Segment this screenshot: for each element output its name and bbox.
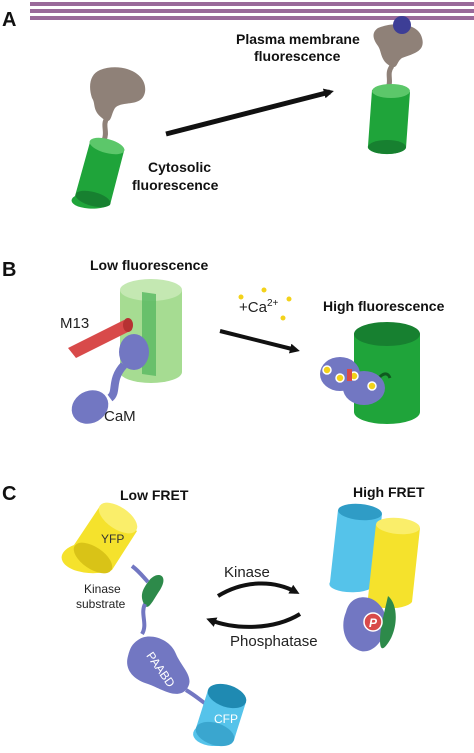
cytosolic-label-line2: fluorescence [132, 177, 219, 193]
calmodulin-calcium-bound [320, 357, 385, 405]
plasma-label-line1: Plasma membrane [236, 31, 360, 47]
kinase-substrate-domain [141, 575, 164, 607]
panel-a: A Cytosolic fluorescence Plasma membrane… [2, 2, 474, 209]
low-fluorescence-label: Low fluorescence [90, 257, 208, 273]
m13-label: M13 [60, 315, 89, 332]
membrane-construct [367, 16, 423, 155]
cytosolic-construct [71, 67, 146, 209]
plasma-label-line2: fluorescence [254, 48, 341, 64]
cytosolic-gfp-barrel [71, 137, 125, 209]
kinase-substrate-label-line1: Kinase [84, 582, 121, 596]
linker-substrate-paabd [140, 603, 147, 636]
cfp-barrel-high [329, 503, 382, 593]
calcium-label: +Ca2+ [239, 298, 278, 316]
cytosolic-label-line1: Cytosolic [148, 159, 211, 175]
plasma-membrane [30, 2, 474, 20]
membrane-anchor-dot [393, 16, 411, 34]
membrane-brown-domain [373, 24, 423, 68]
panel-c: C Low FRET High FRET YFP PAABD CFP [2, 483, 425, 747]
cytosolic-brown-domain [90, 67, 146, 121]
panel-c-letter: C [2, 483, 16, 505]
kinase-substrate-label-line2: substrate [76, 597, 126, 611]
panel-b-letter: B [2, 259, 16, 281]
cfp-barrel-low [193, 683, 247, 747]
low-fret-construct: YFP PAABD CFP [61, 502, 247, 747]
panel-a-letter: A [2, 9, 16, 31]
cam-label: CaM [104, 408, 136, 425]
calmodulin [71, 334, 149, 424]
phosphatase-arrow [206, 612, 302, 629]
high-fret-construct: P [329, 503, 420, 652]
yfp-label-low: YFP [101, 532, 124, 546]
phosphatase-label: Phosphatase [230, 633, 318, 650]
phosphate-badge [363, 612, 383, 632]
phosphate-label: P [369, 616, 378, 630]
cfp-label-low: CFP [214, 712, 238, 726]
high-fret-label: High FRET [353, 484, 425, 500]
cytosolic-linker [101, 116, 110, 142]
kinase-arrow [216, 581, 300, 598]
kinase-label: Kinase [224, 564, 270, 581]
calcium-binding-arrow [219, 329, 300, 354]
calcium-dots [238, 287, 292, 321]
yfp-barrel-high [367, 517, 420, 609]
paabd-domain [127, 636, 190, 694]
high-fluorescence-label: High fluorescence [323, 298, 445, 314]
linker-yfp-substrate [130, 564, 150, 584]
translocation-arrow [165, 88, 334, 137]
membrane-gfp-barrel [367, 84, 410, 155]
panel-b: B Low fluorescence M13 CaM +Ca2+ [2, 257, 445, 425]
m13-peptide [68, 318, 133, 358]
kinase-substrate-high [380, 596, 396, 649]
low-fret-label: Low FRET [120, 487, 189, 503]
yfp-barrel-low [61, 502, 138, 574]
linker-paabd-cfp [184, 688, 208, 706]
